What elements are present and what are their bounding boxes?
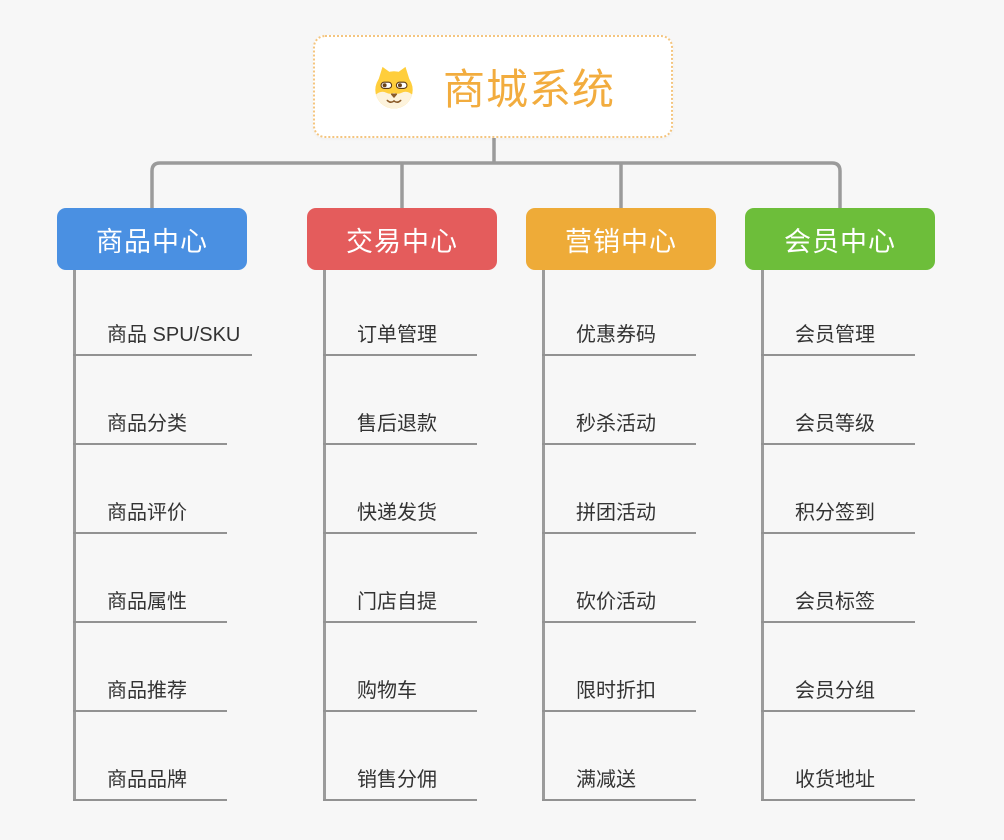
leaf-item[interactable]: 秒杀活动	[542, 409, 696, 445]
leaf-item[interactable]: 收货地址	[761, 765, 915, 801]
leaf-item[interactable]: 会员分组	[761, 676, 915, 712]
leaf-item[interactable]: 积分签到	[761, 498, 915, 534]
leaf-item[interactable]: 拼团活动	[542, 498, 696, 534]
dog-face-icon	[371, 64, 417, 110]
leaf-item[interactable]: 售后退款	[323, 409, 477, 445]
leaf-item[interactable]: 会员标签	[761, 587, 915, 623]
leaf-item[interactable]: 门店自提	[323, 587, 477, 623]
leaf-item[interactable]: 商品推荐	[73, 676, 227, 712]
root-title: 商城系统	[442, 66, 615, 113]
leaf-item[interactable]: 商品分类	[73, 409, 227, 445]
leaf-item[interactable]: 限时折扣	[542, 676, 696, 712]
trunk-line-product	[73, 270, 76, 801]
branch-product-center[interactable]: 商品中心	[57, 208, 247, 270]
leaf-item[interactable]: 商品 SPU/SKU	[73, 320, 253, 356]
leaf-item[interactable]: 砍价活动	[542, 587, 696, 623]
leaf-item[interactable]: 商品评价	[73, 498, 227, 534]
leaf-item[interactable]: 购物车	[323, 676, 477, 712]
leaf-item[interactable]: 商品属性	[73, 587, 227, 623]
branch-marketing-center[interactable]: 营销中心	[526, 208, 716, 270]
leaf-item[interactable]: 满减送	[542, 765, 696, 801]
root-node[interactable]: 商城系统	[313, 35, 673, 138]
leaf-item[interactable]: 会员等级	[761, 409, 915, 445]
leaf-item[interactable]: 快递发货	[323, 498, 477, 534]
leaf-item[interactable]: 商品品牌	[73, 765, 227, 801]
branch-trade-center[interactable]: 交易中心	[307, 208, 497, 270]
trunk-line-member	[761, 270, 764, 801]
leaf-item[interactable]: 订单管理	[323, 320, 477, 356]
leaf-item[interactable]: 优惠券码	[542, 320, 696, 356]
leaf-item[interactable]: 会员管理	[761, 320, 915, 356]
leaf-item[interactable]: 销售分佣	[323, 765, 477, 801]
trunk-line-trade	[323, 270, 326, 801]
branch-member-center[interactable]: 会员中心	[745, 208, 935, 270]
branch-bus-line	[150, 161, 842, 208]
trunk-line-marketing	[542, 270, 545, 801]
